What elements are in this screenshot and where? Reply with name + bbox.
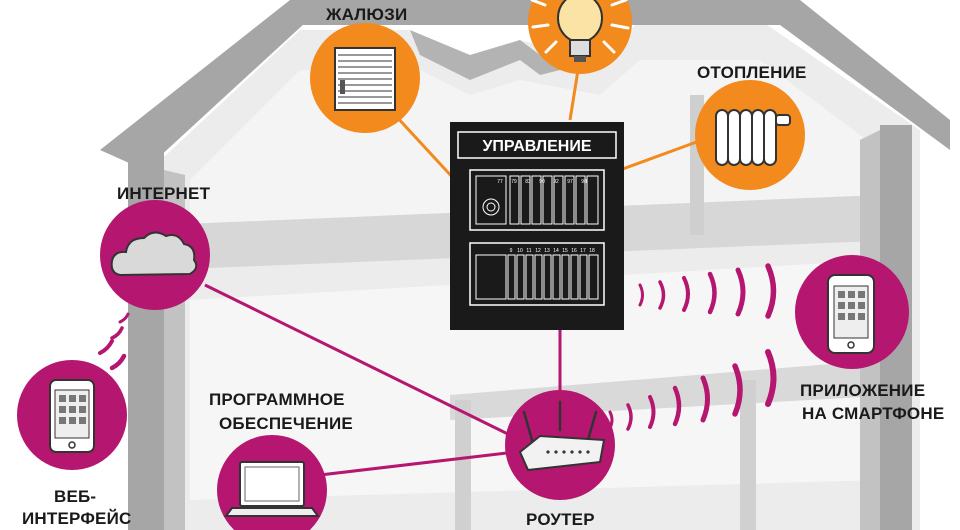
roof-top <box>290 0 950 150</box>
wave <box>98 339 114 355</box>
panel-number-top-5: 97 <box>567 179 573 185</box>
software-label-line1: ПРОГРАММНОЕ <box>209 390 345 409</box>
panel-number-bottom-3: 12 <box>535 248 541 254</box>
line-control-lighting <box>568 69 580 121</box>
panel-box-bottom <box>469 242 605 306</box>
wave <box>700 375 710 423</box>
panel-number-top-6: 98 <box>581 179 587 185</box>
magenta-connections <box>204 283 562 477</box>
radiator-icon <box>715 109 791 166</box>
smartphone-label-line1: ПРИЛОЖЕНИЕ <box>800 381 926 400</box>
smartphone-label-line2: НА СМАРТФОНЕ <box>802 404 945 423</box>
panel-numbers-top: 77 79 83 90 92 97 98 <box>497 179 587 185</box>
light-bulb-icon <box>530 0 630 62</box>
internet-label: ИНТЕРНЕТ <box>117 184 211 203</box>
panel-number-bottom-5: 14 <box>553 248 559 254</box>
heating-node <box>695 80 805 190</box>
wave <box>658 280 666 310</box>
panel-number-top-1: 79 <box>511 179 517 185</box>
laptop-icon <box>224 461 320 517</box>
lighting-node <box>528 0 632 74</box>
cloud-icon <box>110 231 198 277</box>
panel-title-frame <box>457 131 617 159</box>
heating-label: ОТОПЛЕНИЕ <box>697 63 807 82</box>
blinds-node <box>310 23 420 133</box>
panel-number-bottom-8: 17 <box>580 248 586 254</box>
inner-wall-lower-2 <box>740 380 756 530</box>
web-interface-node <box>17 360 127 470</box>
wave <box>672 385 682 427</box>
control-label: УПРАВЛЕНИЕ <box>482 138 591 155</box>
control-panel-icon <box>450 122 624 330</box>
line-software-router <box>319 450 516 477</box>
blinds-label: ЖАЛЮЗИ <box>326 5 408 24</box>
panel-number-top-2: 83 <box>525 179 531 185</box>
panel-number-bottom-7: 16 <box>571 248 577 254</box>
panel-number-bottom-6: 15 <box>562 248 568 254</box>
internet-node <box>100 200 210 310</box>
web-interface-label-line1: ВЕБ- <box>54 487 97 506</box>
room-lower <box>190 260 880 500</box>
router-node <box>505 390 615 500</box>
tablet-icon <box>49 379 95 453</box>
wave <box>110 326 124 340</box>
wifi-waves <box>98 263 777 431</box>
line-internet-router <box>204 283 521 442</box>
window-blinds-icon <box>334 47 396 111</box>
panel-number-bottom-0: 9 <box>510 248 513 254</box>
wave <box>682 276 690 312</box>
wave <box>765 349 777 407</box>
wave <box>732 363 743 417</box>
panel-number-bottom-2: 11 <box>526 248 531 254</box>
wave <box>735 267 746 317</box>
line-control-blinds <box>393 113 457 182</box>
wave <box>765 263 777 319</box>
router-label: РОУТЕР <box>526 510 595 529</box>
software-label-line2: ОБЕСПЕЧЕНИЕ <box>219 414 353 433</box>
wave <box>638 283 644 307</box>
panel-number-top-0: 77 <box>497 179 503 185</box>
wave <box>707 271 717 315</box>
router-icon <box>518 400 606 472</box>
panel-number-bottom-4: 13 <box>544 248 550 254</box>
roof-left <box>100 0 330 170</box>
orange-connections <box>393 69 703 182</box>
panel-number-top-4: 92 <box>553 179 559 185</box>
wave <box>109 353 127 371</box>
wave <box>118 312 130 324</box>
panel-modules-bottom <box>475 254 599 300</box>
panel-number-bottom-9: 18 <box>589 248 595 254</box>
panel-modules-top <box>475 175 599 225</box>
line-control-heating <box>619 138 703 172</box>
panel-number-bottom-1: 10 <box>517 248 523 254</box>
panel-number-top-3: 90 <box>539 179 545 185</box>
smartphone-icon <box>827 274 875 354</box>
inner-wall-lower <box>455 400 471 530</box>
web-interface-label-line2: ИНТЕРФЕЙС <box>22 509 132 528</box>
dormer <box>410 30 560 80</box>
panel-box-top <box>469 169 605 231</box>
smartphone-node <box>795 255 909 369</box>
wave <box>626 403 633 431</box>
software-node <box>217 435 327 530</box>
wave <box>648 395 656 429</box>
